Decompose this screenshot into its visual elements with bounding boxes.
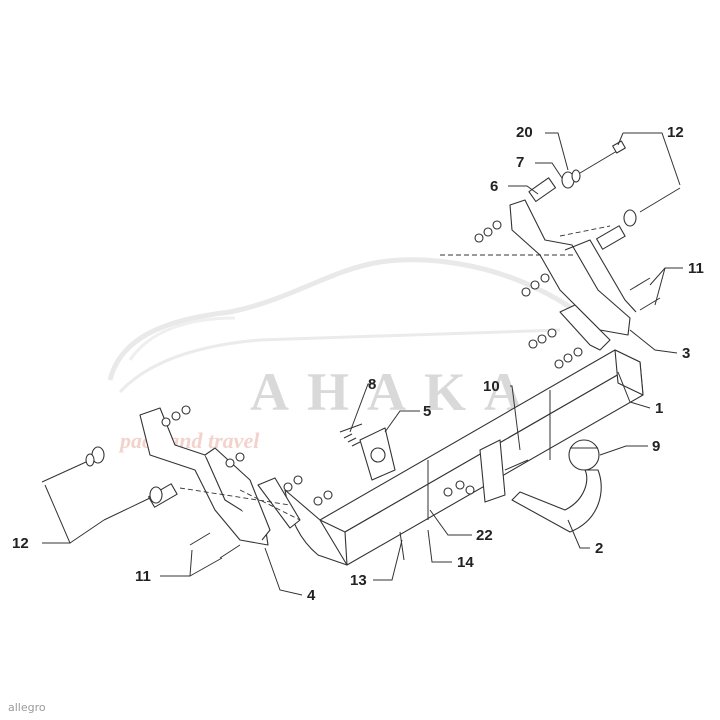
part-label-12-top: 12 bbox=[667, 124, 684, 141]
part-label-20: 20 bbox=[516, 124, 533, 141]
part-label-8: 8 bbox=[368, 376, 376, 393]
part-label-1: 1 bbox=[655, 400, 663, 417]
part-label-5: 5 bbox=[423, 403, 431, 420]
part-label-4: 4 bbox=[307, 587, 316, 604]
part-label-13: 13 bbox=[350, 572, 367, 589]
part-label-9: 9 bbox=[652, 438, 660, 455]
leader-lines bbox=[42, 132, 683, 596]
part-label-7: 7 bbox=[516, 154, 524, 171]
top-right-hardware bbox=[474, 140, 681, 369]
part-labels: 20 7 6 12 11 3 8 10 1 5 9 22 12 2 14 11 … bbox=[12, 124, 704, 604]
part-label-12-left: 12 bbox=[12, 535, 29, 552]
socket-plate bbox=[339, 423, 396, 481]
part-label-22: 22 bbox=[476, 527, 493, 544]
part-label-11-right: 11 bbox=[688, 260, 704, 277]
center-mount bbox=[399, 390, 551, 561]
part-label-2: 2 bbox=[595, 540, 603, 557]
part-label-14: 14 bbox=[457, 554, 474, 571]
part-label-10: 10 bbox=[483, 378, 500, 395]
watermark-car-logo bbox=[107, 257, 587, 394]
right-bracket bbox=[509, 199, 637, 351]
tow-ball-assembly bbox=[511, 439, 602, 533]
part-label-3: 3 bbox=[682, 345, 690, 362]
part-label-11-left: 11 bbox=[135, 568, 151, 585]
watermark-title: AHAKA bbox=[250, 362, 541, 422]
part-label-6: 6 bbox=[490, 178, 498, 195]
left-hardware bbox=[41, 405, 333, 559]
watermark-subtitle: pack and travel bbox=[118, 428, 260, 453]
corner-watermark-text: allegro bbox=[8, 701, 46, 714]
